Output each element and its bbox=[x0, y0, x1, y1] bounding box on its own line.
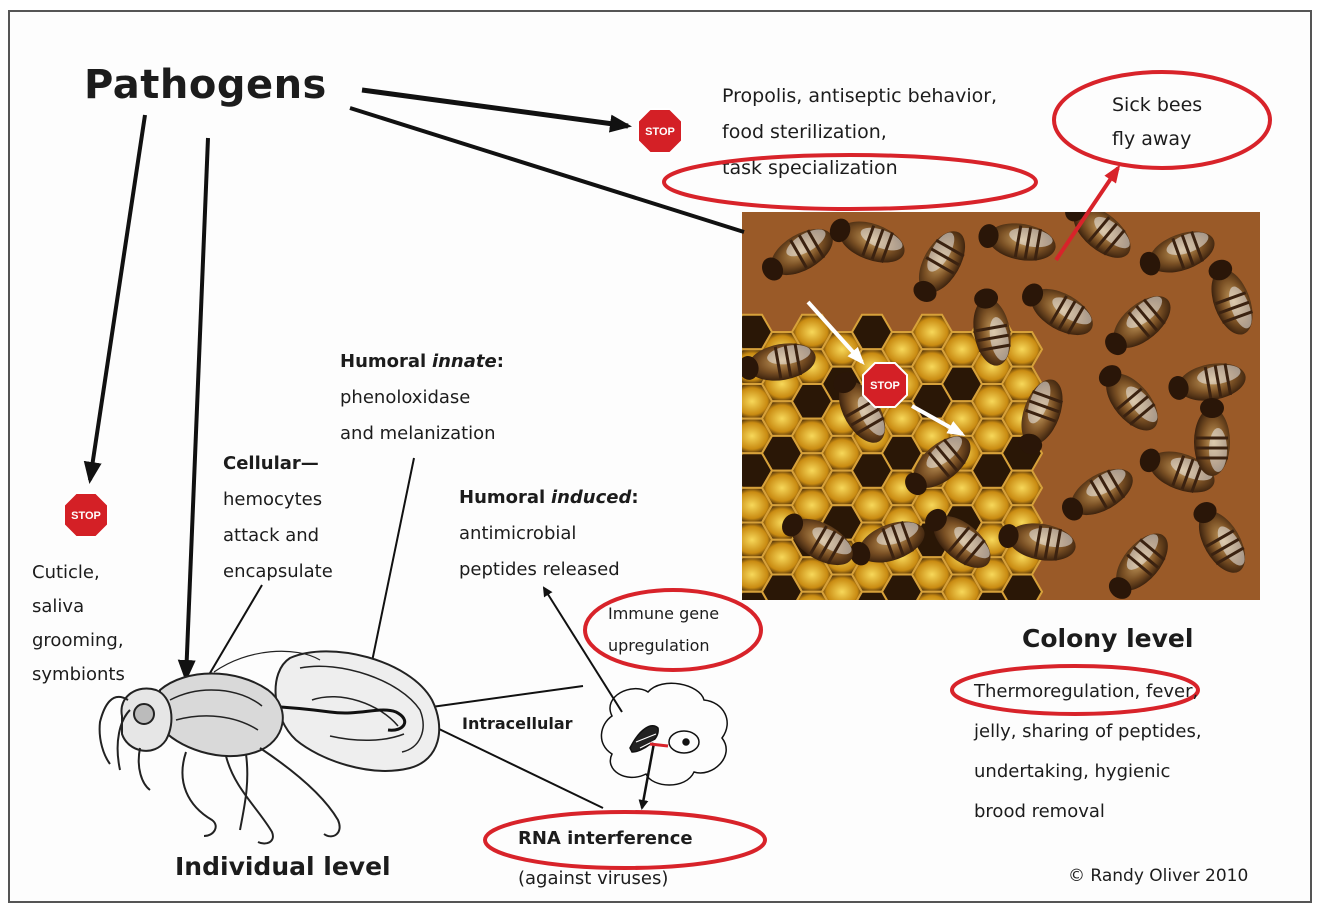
humoral-innate-heading: Humoral innate: bbox=[340, 344, 504, 380]
individual-barrier-line: saliva bbox=[32, 590, 125, 624]
individual-barrier-line: Cuticle, bbox=[32, 556, 125, 590]
humoral-innate-block: Humoral innate: phenoloxidase and melani… bbox=[340, 344, 504, 452]
highlight-task-specialization bbox=[664, 155, 1036, 209]
cellular-line: encapsulate bbox=[223, 554, 333, 590]
sick-bees-arrow bbox=[1056, 168, 1118, 260]
white-arrow-1 bbox=[808, 302, 862, 362]
humoral-innate-line: and melanization bbox=[340, 416, 504, 452]
colony-level-block: Thermoregulation, fever, jelly, sharing … bbox=[974, 672, 1202, 832]
arrow-to-bee bbox=[186, 138, 208, 678]
rna-interference-label: RNA interference bbox=[518, 828, 693, 849]
colony-level-line: undertaking, hygienic bbox=[974, 752, 1202, 792]
stop-sign-icon: STOP bbox=[862, 362, 908, 408]
stop-sign-label: STOP bbox=[71, 510, 101, 522]
rna-interference-sub: (against viruses) bbox=[518, 868, 668, 889]
individual-level-label: Individual level bbox=[175, 852, 391, 881]
humoral-induced-heading: Humoral induced: bbox=[459, 480, 639, 516]
colony-level-label: Colony level bbox=[1022, 624, 1193, 653]
cellular-heading: Cellular— bbox=[223, 446, 333, 482]
cell-sketch bbox=[601, 683, 727, 785]
cellular-line: hemocytes bbox=[223, 482, 333, 518]
cellular-line: attack and bbox=[223, 518, 333, 554]
arrow-to-colony-stop bbox=[362, 90, 628, 126]
credit-text: © Randy Oliver 2010 bbox=[1068, 866, 1248, 886]
highlight-sick-bees bbox=[1054, 72, 1270, 168]
colony-level-line: brood removal bbox=[974, 792, 1202, 832]
individual-barriers-text: Cuticle, saliva grooming, symbionts bbox=[32, 556, 125, 692]
stop-sign-icon: STOP bbox=[637, 108, 683, 154]
bee-anatomy-sketch bbox=[100, 651, 440, 843]
colony-level-line: jelly, sharing of peptides, bbox=[974, 712, 1202, 752]
intracellular-leader bbox=[410, 686, 583, 710]
humoral-induced-line: antimicrobial bbox=[459, 516, 639, 552]
stop-sign-label: STOP bbox=[645, 126, 675, 138]
individual-barrier-line: symbionts bbox=[32, 658, 125, 692]
cellular-block: Cellular— hemocytes attack and encapsula… bbox=[223, 446, 333, 590]
immune-gene-note: Immune gene upregulation bbox=[608, 598, 719, 662]
humoral-induced-line: peptides released bbox=[459, 552, 639, 588]
colony-level-line: Thermoregulation, fever, bbox=[974, 672, 1202, 712]
individual-barrier-line: grooming, bbox=[32, 624, 125, 658]
immune-gene-line: Immune gene bbox=[608, 598, 719, 630]
immune-gene-line: upregulation bbox=[608, 630, 719, 662]
stop-sign-icon: STOP bbox=[63, 492, 109, 538]
stop-sign-label: STOP bbox=[870, 380, 900, 392]
intracellular-label: Intracellular bbox=[462, 714, 573, 733]
arrow-to-cuticle-stop bbox=[90, 115, 145, 480]
humoral-innate-line: phenoloxidase bbox=[340, 380, 504, 416]
humoral-induced-block: Humoral induced: antimicrobial peptides … bbox=[459, 480, 639, 588]
white-arrow-2 bbox=[912, 406, 962, 434]
